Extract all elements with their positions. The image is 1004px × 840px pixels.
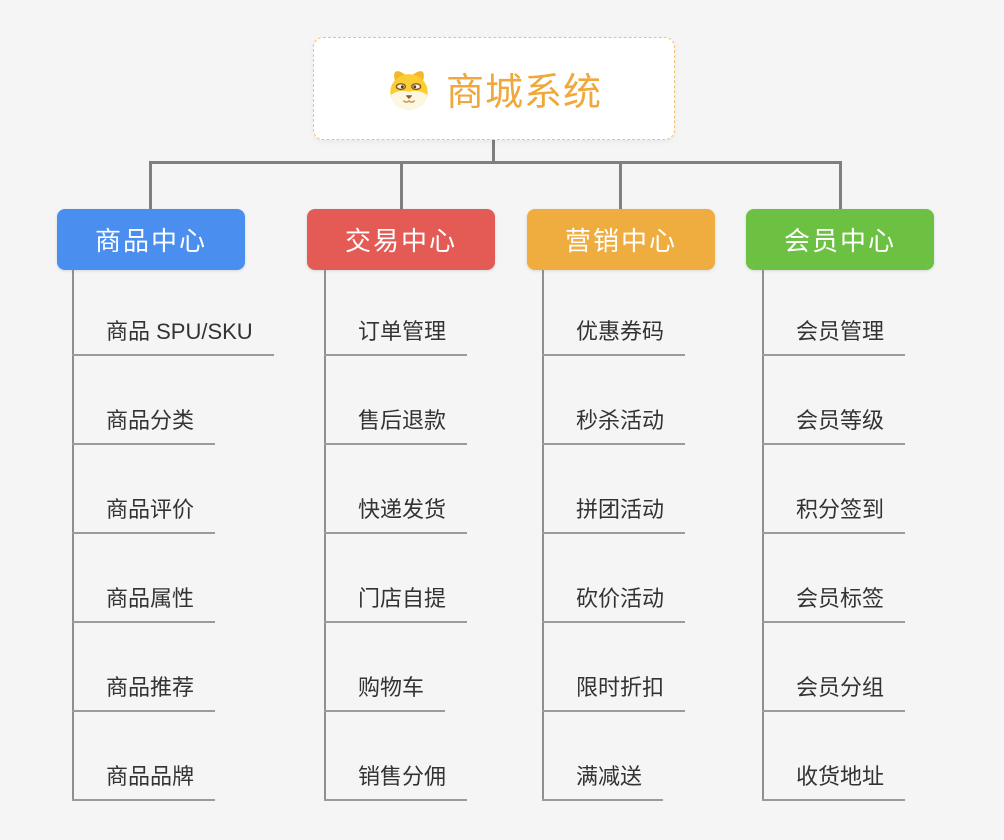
topic-item[interactable]: 售后退款 [324, 356, 468, 445]
topic-item[interactable]: 优惠券码 [542, 267, 686, 356]
branch-spine-marketing [542, 270, 544, 801]
branch-header-marketing-center[interactable]: 营销中心 [527, 209, 715, 270]
topic-item[interactable]: 快递发货 [324, 445, 468, 534]
branch-header-trade-center[interactable]: 交易中心 [307, 209, 495, 270]
root-title: 商城系统 [445, 72, 602, 114]
connector-drop-product [149, 161, 152, 210]
branch-items-trade: 订单管理 售后退款 快递发货 门店自提 购物车 销售分佣 [324, 267, 468, 801]
branch-spine-trade [324, 270, 326, 801]
connector-drop-trade [400, 161, 403, 210]
topic-item[interactable]: 限时折扣 [542, 623, 686, 712]
branch-items-marketing: 优惠券码 秒杀活动 拼团活动 砍价活动 限时折扣 满减送 [542, 267, 686, 801]
topic-item[interactable]: 满减送 [542, 712, 664, 801]
topic-item[interactable]: 商品评价 [72, 445, 216, 534]
topic-item[interactable]: 订单管理 [324, 267, 468, 356]
connector-horizontal-bar [149, 161, 841, 164]
topic-item[interactable]: 会员等级 [762, 356, 906, 445]
topic-item[interactable]: 销售分佣 [324, 712, 468, 801]
branch-header-product-center[interactable]: 商品中心 [57, 209, 245, 270]
topic-item[interactable]: 商品品牌 [72, 712, 216, 801]
shiba-dog-icon [390, 70, 428, 110]
branch-items-product: 商品 SPU/SKU 商品分类 商品评价 商品属性 商品推荐 商品品牌 [72, 267, 274, 801]
topic-item[interactable]: 会员标签 [762, 534, 906, 623]
connector-root-stem [492, 140, 495, 163]
topic-item[interactable]: 收货地址 [762, 712, 906, 801]
connector-drop-marketing [619, 161, 622, 210]
connector-drop-member [839, 161, 842, 210]
topic-item[interactable]: 商品分类 [72, 356, 216, 445]
topic-item[interactable]: 商品推荐 [72, 623, 216, 712]
topic-item[interactable]: 积分签到 [762, 445, 906, 534]
topic-item[interactable]: 拼团活动 [542, 445, 686, 534]
topic-item[interactable]: 商品属性 [72, 534, 216, 623]
branch-header-member-center[interactable]: 会员中心 [746, 209, 934, 270]
topic-item[interactable]: 砍价活动 [542, 534, 686, 623]
branch-spine-member [762, 270, 764, 801]
topic-item[interactable]: 秒杀活动 [542, 356, 686, 445]
topic-item[interactable]: 会员分组 [762, 623, 906, 712]
root-node[interactable]: 商城系统 [313, 37, 675, 140]
topic-item[interactable]: 商品 SPU/SKU [72, 267, 274, 356]
branch-items-member: 会员管理 会员等级 积分签到 会员标签 会员分组 收货地址 [762, 267, 906, 801]
topic-item[interactable]: 会员管理 [762, 267, 906, 356]
topic-item[interactable]: 购物车 [324, 623, 446, 712]
branch-spine-product [72, 270, 74, 801]
topic-item[interactable]: 门店自提 [324, 534, 468, 623]
